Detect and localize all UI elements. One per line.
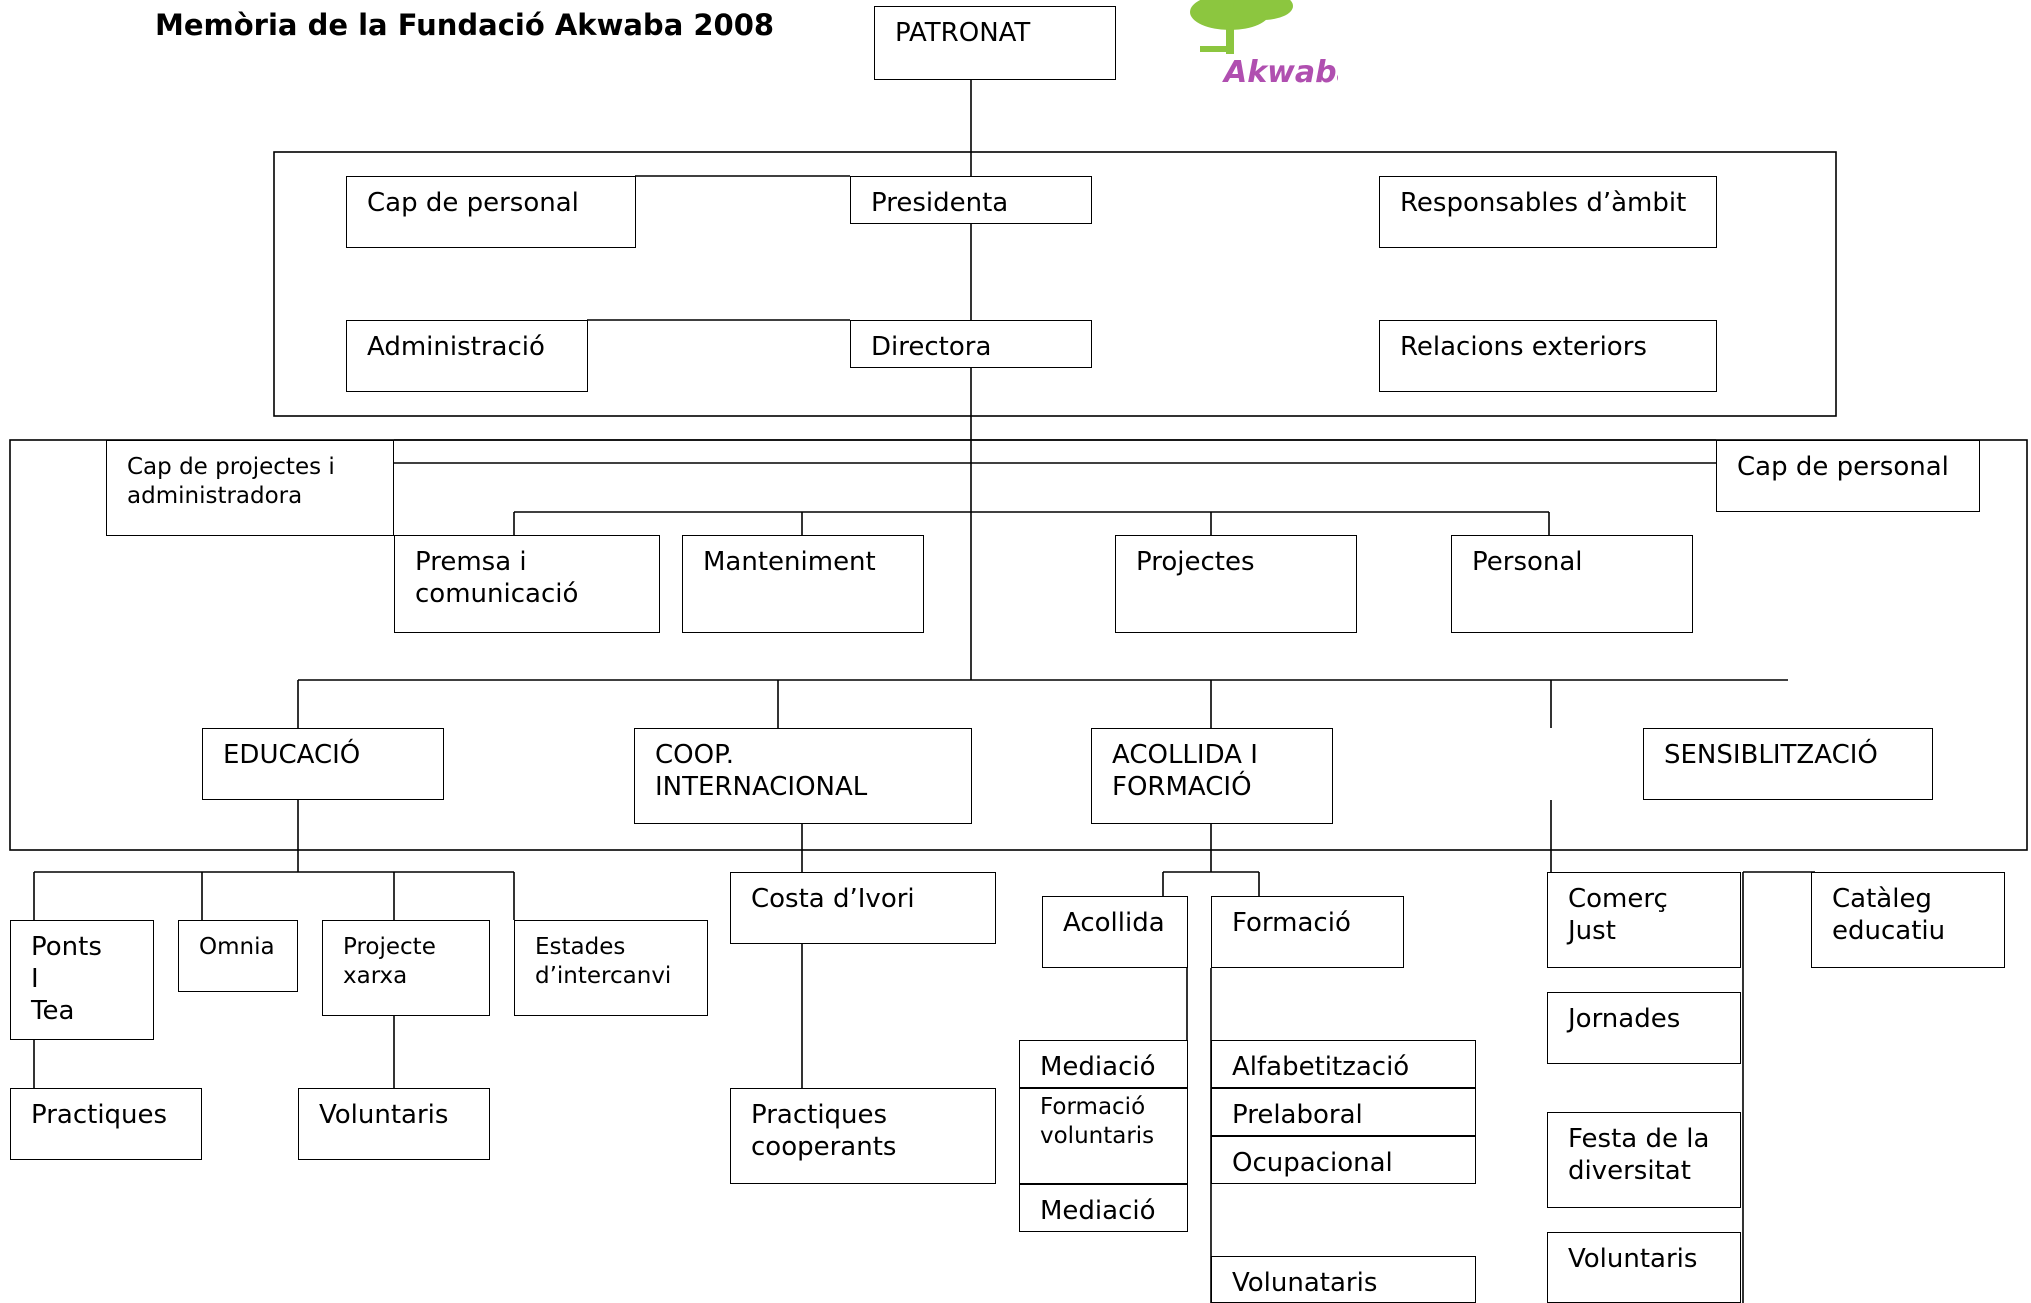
acollida-formacio-box: ACOLLIDA I FORMACIÓ	[1091, 728, 1333, 824]
acollida-box: Acollida	[1042, 896, 1188, 968]
mediacio-box-2: Mediació	[1019, 1184, 1188, 1232]
projectes-box: Projectes	[1115, 535, 1357, 633]
projecte-xarxa-box: Projecte xarxa	[322, 920, 490, 1016]
akwaba-logo: Akwaba	[1190, 0, 1338, 90]
administracio-box: Administració	[346, 320, 588, 392]
directora-box: Directora	[850, 320, 1092, 368]
voluntaris-sensibilitzacio-box: Voluntaris	[1547, 1232, 1741, 1303]
premsa-box: Premsa i comunicació	[394, 535, 660, 633]
ponts-i-tea-box: Ponts I Tea	[10, 920, 154, 1040]
educacio-box: EDUCACIÓ	[202, 728, 444, 800]
sensiblitzacio-box: SENSIBLITZACIÓ	[1643, 728, 1933, 800]
svg-text:Akwaba: Akwaba	[1222, 55, 1338, 90]
cap-personal-top-box: Cap de personal	[346, 176, 636, 248]
omnia-box: Omnia	[178, 920, 298, 992]
coop-internacional-box: COOP. INTERNACIONAL	[634, 728, 972, 824]
governance-frame	[273, 151, 1837, 417]
responsables-box: Responsables d’àmbit	[1379, 176, 1717, 248]
ocupacional-box: Ocupacional	[1211, 1136, 1476, 1184]
cataleg-educatiu-box: Catàleg educatiu	[1811, 872, 2005, 968]
jornades-box: Jornades	[1547, 992, 1741, 1064]
document-title: Memòria de la Fundació Akwaba 2008	[155, 8, 775, 42]
estades-intercanvi-box: Estades d’intercanvi	[514, 920, 708, 1016]
prelaboral-box: Prelaboral	[1211, 1088, 1476, 1136]
formacio-voluntaris-box: Formació voluntaris	[1019, 1088, 1188, 1184]
relacions-box: Relacions exteriors	[1379, 320, 1717, 392]
mediacio-box-1: Mediació	[1019, 1040, 1188, 1088]
personal-box: Personal	[1451, 535, 1693, 633]
practiques-box: Practiques	[10, 1088, 202, 1160]
presidenta-box: Presidenta	[850, 176, 1092, 224]
volunataris-box: Volunataris	[1211, 1256, 1476, 1303]
comerc-just-box: Comerç Just	[1547, 872, 1741, 968]
festa-diversitat-box: Festa de la diversitat	[1547, 1112, 1741, 1208]
cap-personal-right-box: Cap de personal	[1716, 440, 1980, 512]
formacio-box: Formació	[1211, 896, 1404, 968]
voluntaris-educacio-box: Voluntaris	[298, 1088, 490, 1160]
manteniment-box: Manteniment	[682, 535, 924, 633]
alfabetitzacio-box: Alfabetització	[1211, 1040, 1476, 1088]
practiques-cooperants-box: Practiques cooperants	[730, 1088, 996, 1184]
cap-projectes-box: Cap de projectes i administradora	[106, 440, 394, 536]
patronat-box: PATRONAT	[874, 6, 1116, 80]
costa-ivori-box: Costa d’Ivori	[730, 872, 996, 944]
